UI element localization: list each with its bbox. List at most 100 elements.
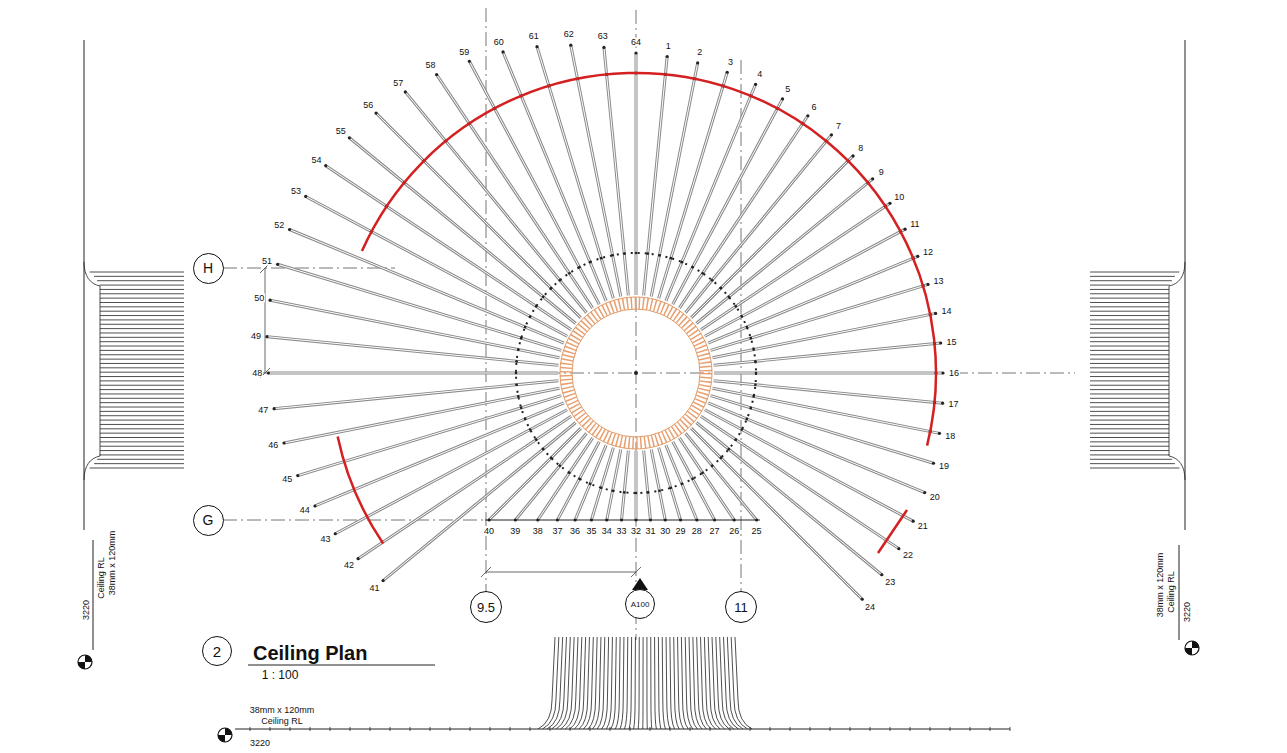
batten [503, 52, 606, 301]
profile-line [100, 372, 184, 373]
batten [571, 45, 621, 296]
ray-number: 43 [320, 534, 332, 543]
batten [537, 47, 613, 299]
profile-line [1090, 298, 1169, 299]
batten-end [934, 312, 937, 315]
profile-line [597, 637, 605, 729]
ray-number: 30 [659, 527, 671, 536]
profile-line [100, 415, 184, 416]
batten [701, 416, 899, 548]
profile-line [100, 450, 184, 451]
ray-number: 8 [857, 144, 864, 153]
batten [701, 203, 890, 329]
profile-line [1090, 328, 1169, 329]
grid-bubble: G [193, 505, 224, 536]
ray-number: 3 [727, 57, 734, 66]
profile-line [100, 446, 184, 447]
batten-tick [754, 383, 757, 386]
batten-end [356, 557, 359, 560]
batten-core [714, 373, 943, 374]
profile-line [1090, 450, 1169, 451]
profile-line [100, 359, 184, 360]
batten-end [381, 579, 384, 582]
batten-tick [681, 261, 684, 264]
level-name: Ceiling RL [261, 717, 303, 726]
batten-core [268, 373, 558, 374]
level-symbol [78, 655, 92, 669]
batten-core [685, 433, 756, 520]
batten-core [298, 396, 562, 476]
ray-number: 19 [938, 462, 950, 471]
profile-line [1090, 359, 1169, 360]
ray-number: 17 [948, 400, 960, 409]
ray-number: 13 [933, 277, 945, 286]
profile-line [538, 637, 555, 729]
profile-line [100, 393, 184, 394]
profile-line [100, 420, 184, 421]
profile-line [100, 350, 184, 351]
batten [383, 422, 576, 580]
profile-line [708, 637, 720, 729]
level-value: 3220 [1183, 602, 1192, 622]
batten-end [754, 83, 757, 86]
profile-line [100, 315, 184, 316]
ray-number: 7 [835, 122, 842, 131]
batten [673, 442, 715, 520]
grid-bubble: 9.5 [470, 591, 502, 623]
batten [714, 372, 943, 375]
level-lines [84, 40, 1185, 729]
profile-line [1090, 433, 1169, 434]
batten-tick [600, 257, 603, 260]
batten-core [358, 416, 571, 558]
profile-line [1090, 354, 1169, 355]
profile-line [1090, 385, 1169, 386]
bottom-trim-line [485, 520, 760, 521]
profile-edge [1169, 262, 1185, 480]
ray-number: 41 [369, 583, 381, 592]
ray-number: 37 [551, 527, 563, 536]
batten-core [437, 75, 593, 309]
ray-number: 5 [784, 85, 791, 94]
profile-line [1090, 293, 1169, 294]
batten-end [903, 228, 906, 231]
grid-bubble: H [193, 253, 224, 284]
ray-number: 9 [878, 167, 885, 176]
batten-tick [559, 464, 562, 467]
ring-outer [560, 297, 712, 449]
profile-line [1090, 402, 1169, 403]
dotted-circle [516, 253, 756, 493]
batten-end [313, 504, 316, 507]
batten-core [673, 99, 783, 304]
batten-tick [524, 326, 527, 329]
profile-line [100, 380, 184, 381]
batten-tick [515, 360, 518, 363]
ray-number: 26 [728, 527, 740, 536]
batten-end [696, 61, 699, 64]
profile-line [712, 637, 725, 729]
bubble-text: 9.5 [477, 600, 495, 615]
batten [711, 284, 928, 350]
batten-tick [750, 337, 753, 340]
profile-line [100, 407, 184, 408]
profile-line [100, 328, 184, 329]
profile-line [1090, 341, 1169, 342]
ray-number: 25 [751, 527, 763, 536]
ray-number: 61 [528, 32, 540, 41]
ray-number: 29 [675, 527, 687, 536]
batten-end [916, 255, 919, 258]
batten-end [939, 341, 942, 344]
profile-line [588, 637, 597, 729]
batten-end [666, 55, 669, 58]
batten-core [591, 448, 613, 520]
ray-number: 60 [493, 37, 505, 46]
profile-line [731, 637, 747, 729]
profile-line [1090, 280, 1172, 281]
batten-core [708, 256, 918, 343]
profile-line [1090, 380, 1169, 381]
profile-line [1090, 332, 1169, 333]
batten-end [806, 114, 809, 117]
red-arc-left [338, 436, 383, 543]
ray-number: 6 [810, 102, 817, 111]
profile-line [1090, 393, 1169, 394]
profile-line [100, 389, 184, 390]
